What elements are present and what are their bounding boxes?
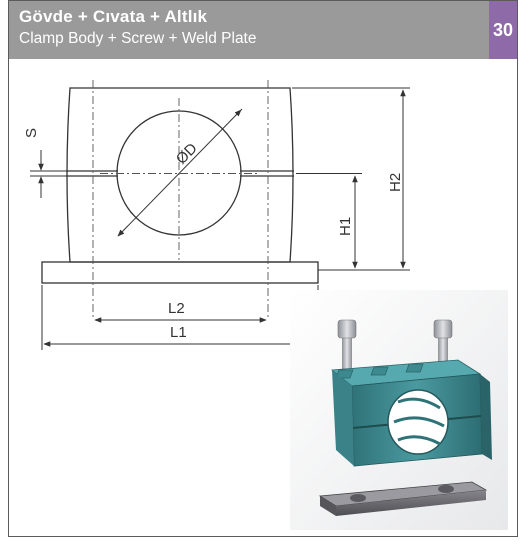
weld-plate-outline — [41, 261, 319, 284]
dim-s — [30, 150, 66, 198]
clamp-assembly-photo — [290, 290, 508, 530]
screw-right — [433, 319, 453, 376]
title-turkish: Gövde + Cıvata + Altlık — [19, 7, 208, 26]
header-bar: Gövde + Cıvata + Altlık Clamp Body + Scr… — [9, 1, 489, 59]
dim-l2-label: L2 — [168, 300, 185, 317]
center-lines — [92, 80, 269, 320]
dim-h2-label: H2 — [387, 173, 404, 192]
page-number-tab: 30 — [489, 1, 517, 59]
dim-d-label: ØD — [173, 140, 201, 168]
dim-h1-label: H1 — [337, 217, 354, 236]
dim-h2 — [292, 87, 410, 271]
clamp-body-outline — [66, 87, 294, 263]
diameter-leader — [117, 108, 243, 237]
screw-left — [337, 319, 357, 376]
title-english: Clamp Body + Screw + Weld Plate — [19, 30, 257, 47]
dim-h1 — [296, 173, 362, 269]
dim-s-label: S — [23, 128, 40, 138]
page-number: 30 — [492, 19, 514, 40]
dim-l1-label: L1 — [170, 324, 187, 341]
